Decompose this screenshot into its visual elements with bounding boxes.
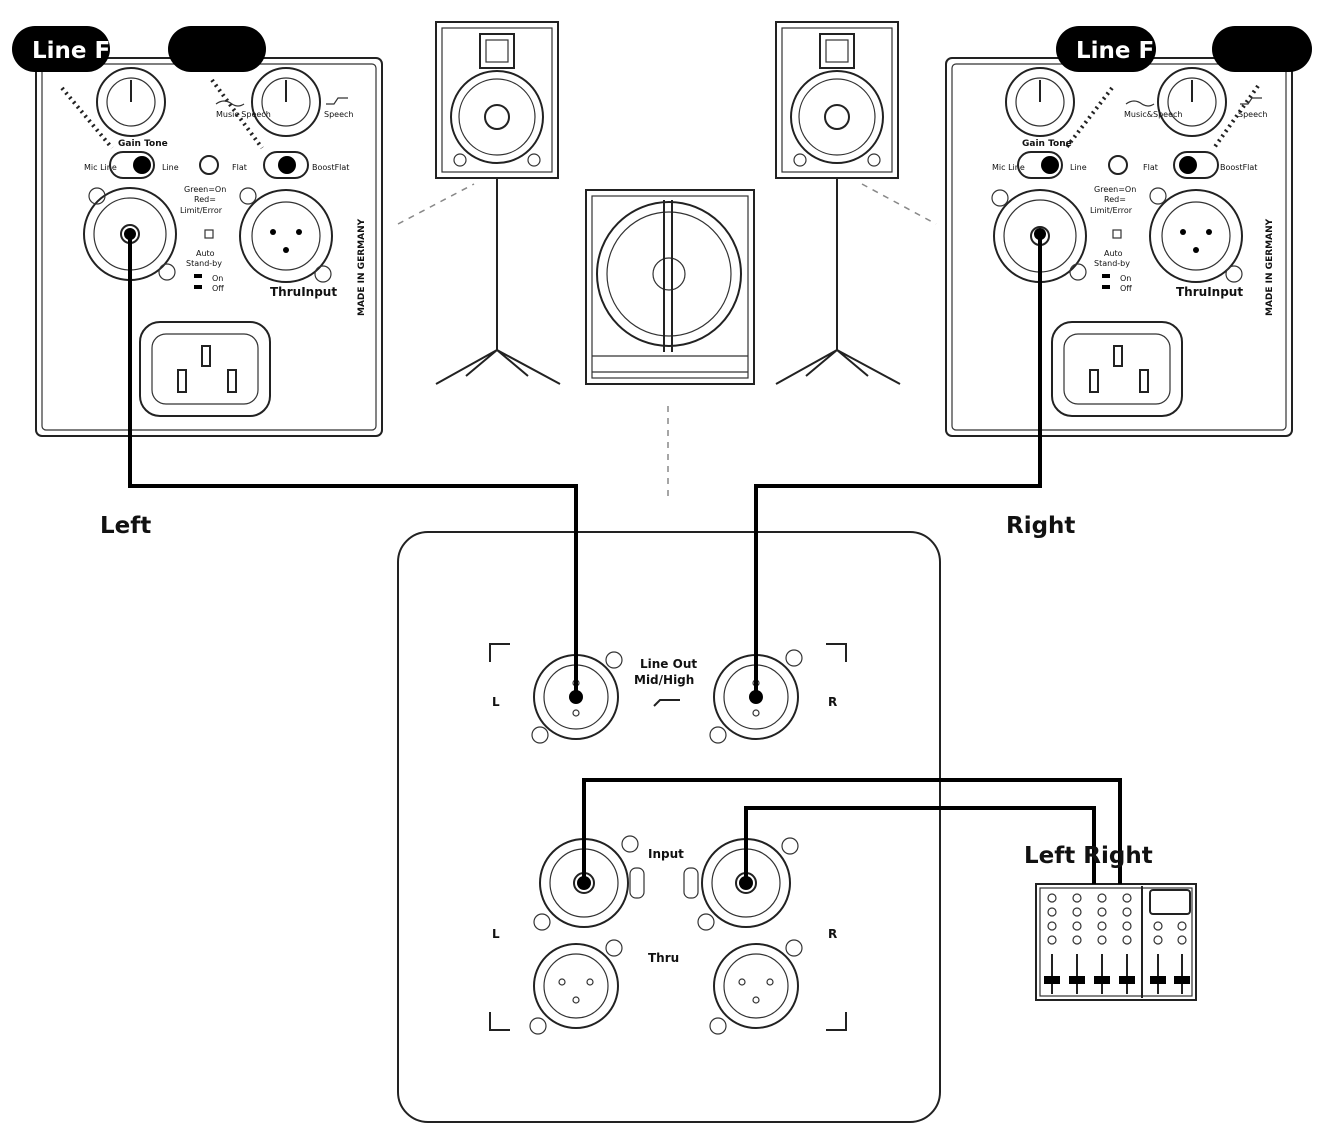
line-tag-right: Line F (1056, 26, 1156, 72)
status-led-right (1108, 155, 1128, 175)
svg-text:Music&Speech: Music&Speech (1124, 110, 1182, 119)
svg-text:R: R (828, 695, 837, 709)
svg-text:Limit/Error: Limit/Error (180, 206, 223, 215)
svg-text:Line: Line (1070, 163, 1087, 172)
mic-line-switch-left (109, 151, 155, 179)
svg-text:Red=: Red= (1104, 195, 1126, 204)
svg-text:On: On (212, 274, 223, 283)
gain-knob-left (96, 67, 166, 137)
left-amp-panel: Line F Gain Tone Music Speech Speech Mic… (12, 26, 383, 437)
svg-text:Off: Off (1120, 284, 1132, 293)
cable-mixer-to-input-left (582, 778, 1122, 884)
svg-text:Gain Tone: Gain Tone (118, 139, 168, 149)
cable-left-amp-to-line-out (128, 234, 578, 697)
svg-text:Gain Tone: Gain Tone (1022, 139, 1072, 149)
status-led-left (199, 155, 219, 175)
svg-text:On: On (1120, 274, 1131, 283)
subwoofer-rear-panel: L R L R Line Out Mid/High Input (397, 531, 941, 1123)
svg-text:Thru: Thru (648, 951, 679, 965)
power-inlet-left (139, 321, 271, 417)
xlr-thru-jack-right (1149, 187, 1243, 283)
label-left: Left (100, 513, 151, 539)
svg-text:Green=On: Green=On (184, 185, 226, 194)
subwoofer (585, 189, 755, 385)
svg-text:ThruInput: ThruInput (270, 285, 337, 299)
svg-text:Music Speech: Music Speech (216, 110, 271, 119)
svg-text:Speech: Speech (1238, 110, 1267, 119)
mixer (1035, 883, 1197, 1001)
label-mixer-left-right: Left Right (1024, 843, 1153, 869)
svg-text:Flat: Flat (232, 163, 247, 172)
svg-text:ThruInput: ThruInput (1176, 285, 1243, 299)
svg-text:Green=On: Green=On (1094, 185, 1136, 194)
svg-text:Speech: Speech (324, 110, 353, 119)
line-tag-left: Line F (12, 26, 110, 72)
left-speaker-on-stand (435, 21, 561, 385)
label-right: Right (1006, 513, 1075, 539)
svg-text:Mic Line: Mic Line (84, 163, 117, 172)
svg-text:Off: Off (212, 284, 224, 293)
right-amp-panel: Line F Gain Tone Music&Speech Speech Mic… (945, 26, 1312, 437)
svg-text:BoostFlat: BoostFlat (312, 163, 349, 172)
boost-flat-switch-right (1173, 151, 1219, 179)
input-combo-jack-left (533, 835, 645, 931)
cable-right-amp-to-line-out (754, 234, 1042, 697)
svg-text:Input: Input (648, 847, 684, 861)
tone-knob-right (1157, 67, 1227, 137)
svg-text:Mid/High: Mid/High (634, 673, 694, 687)
thru-xlr-left (529, 939, 623, 1035)
svg-text:Auto: Auto (196, 249, 215, 258)
svg-text:R: R (828, 927, 837, 941)
svg-text:Line: Line (162, 163, 179, 172)
gain-knob-right (1005, 67, 1075, 137)
svg-text:L: L (492, 695, 500, 709)
blank-tag-right (1212, 26, 1312, 72)
svg-text:L: L (492, 927, 500, 941)
mic-line-switch-right (1017, 151, 1063, 179)
svg-text:MADE IN GERMANY: MADE IN GERMANY (1265, 218, 1275, 316)
right-speaker-on-stand (775, 21, 901, 385)
thru-xlr-right (709, 939, 803, 1035)
svg-text:Stand-by: Stand-by (186, 259, 222, 268)
cable-mixer-to-input-right (744, 806, 1096, 884)
tone-knob-left (251, 67, 321, 137)
svg-text:Stand-by: Stand-by (1094, 259, 1130, 268)
blank-tag-left (168, 26, 266, 72)
svg-text:Mic Line: Mic Line (992, 163, 1025, 172)
boost-flat-switch-left (263, 151, 309, 179)
svg-text:Auto: Auto (1104, 249, 1123, 258)
svg-text:Line F: Line F (1076, 38, 1154, 64)
svg-text:Red=: Red= (194, 195, 216, 204)
svg-text:BoostFlat: BoostFlat (1220, 163, 1257, 172)
svg-text:Flat: Flat (1143, 163, 1158, 172)
xlr-thru-jack-left (239, 187, 333, 283)
svg-text:Line F: Line F (32, 38, 110, 64)
svg-text:MADE IN GERMANY: MADE IN GERMANY (357, 218, 367, 316)
power-inlet-right (1051, 321, 1183, 417)
svg-text:Line Out: Line Out (640, 657, 697, 671)
svg-text:Limit/Error: Limit/Error (1090, 206, 1133, 215)
